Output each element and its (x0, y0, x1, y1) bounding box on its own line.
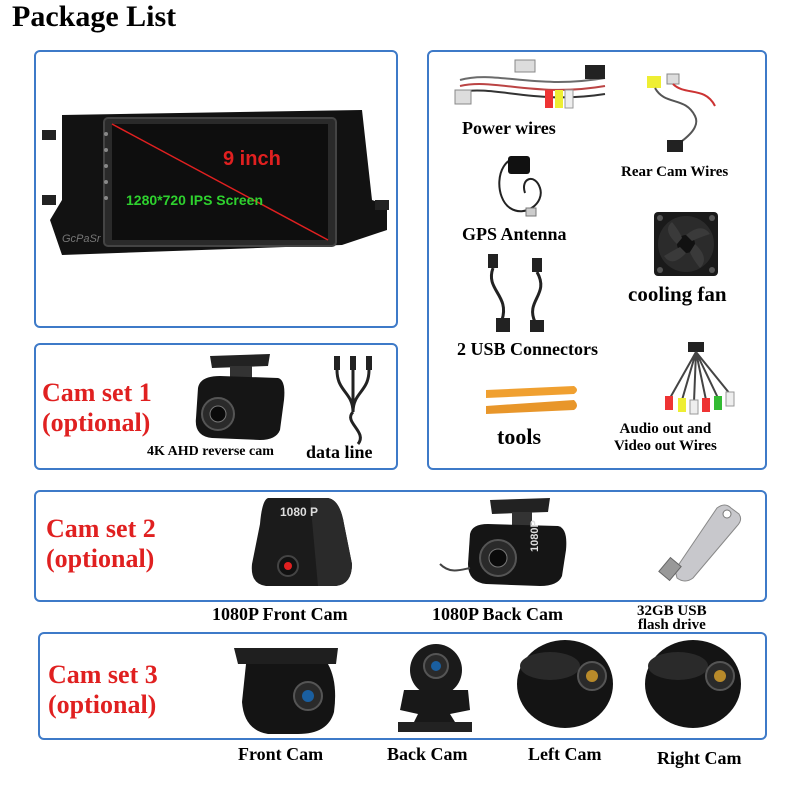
data-line-image (334, 356, 372, 445)
power-wires-label: Power wires (462, 118, 556, 138)
usb-connectors-label: 2 USB Connectors (457, 339, 599, 359)
left-cam-label: Left Cam (528, 744, 602, 764)
cam-set-2-title: Cam set 2 (optional) (46, 514, 156, 573)
front-cam-image (251, 498, 352, 586)
usb-flash-drive-label: 32GB USB flash drive (637, 603, 707, 633)
front-cam-1080p-label: 1080P Front Cam (212, 604, 348, 624)
back-cam-label: Back Cam (387, 744, 468, 764)
av-wires-label: Audio out and Video out Wires (614, 421, 717, 454)
front-cam-badge: 1080 P (280, 505, 319, 519)
cooling-fan-label: cooling fan (628, 282, 727, 306)
data-line-label: data line (306, 442, 373, 462)
right-cam-image (645, 640, 741, 728)
av-wires-image (665, 342, 735, 415)
back-cam-1080p-label: 1080P Back Cam (432, 604, 564, 624)
usb-connectors-image (488, 254, 544, 332)
head-unit-image (42, 110, 389, 255)
front-cam-label: Front Cam (238, 744, 324, 764)
cam-set-1-box (34, 343, 398, 470)
cam-set-3-box (38, 632, 767, 740)
gps-antenna-image (498, 156, 542, 217)
tools-image (486, 386, 577, 414)
back-cam-image (439, 498, 567, 586)
screen-size-label: 9 inch (223, 148, 281, 170)
left-cam-image (517, 640, 613, 728)
reverse-cam-label: 4K AHD reverse cam (147, 444, 274, 459)
head-unit-box (34, 50, 398, 328)
power-wires-image (454, 59, 606, 109)
usb-flash-drive-image (658, 504, 742, 582)
cooling-fan-image (654, 212, 718, 276)
reverse-cam-image (195, 354, 285, 440)
cam-set-3-title: Cam set 3 (optional) (48, 660, 158, 719)
brand-logo: GcPaSr (62, 233, 101, 245)
tools-label: tools (497, 424, 541, 449)
rear-cam-wires-image (647, 73, 716, 152)
accessories-box (427, 50, 767, 470)
gps-antenna-label: GPS Antenna (462, 224, 567, 244)
back-cam-badge: 1080P (529, 520, 541, 552)
page-title: Package List (12, 0, 177, 33)
back-cam-3-image (398, 644, 472, 732)
screen-resolution-label: 1280*720 IPS Screen (126, 192, 263, 208)
rear-cam-wires-label: Rear Cam Wires (621, 164, 729, 180)
right-cam-label: Right Cam (657, 748, 742, 768)
cam-set-1-title: Cam set 1 (optional) (42, 378, 152, 437)
front-cam-3-image (234, 648, 338, 734)
cam-set-2-box (34, 490, 767, 602)
